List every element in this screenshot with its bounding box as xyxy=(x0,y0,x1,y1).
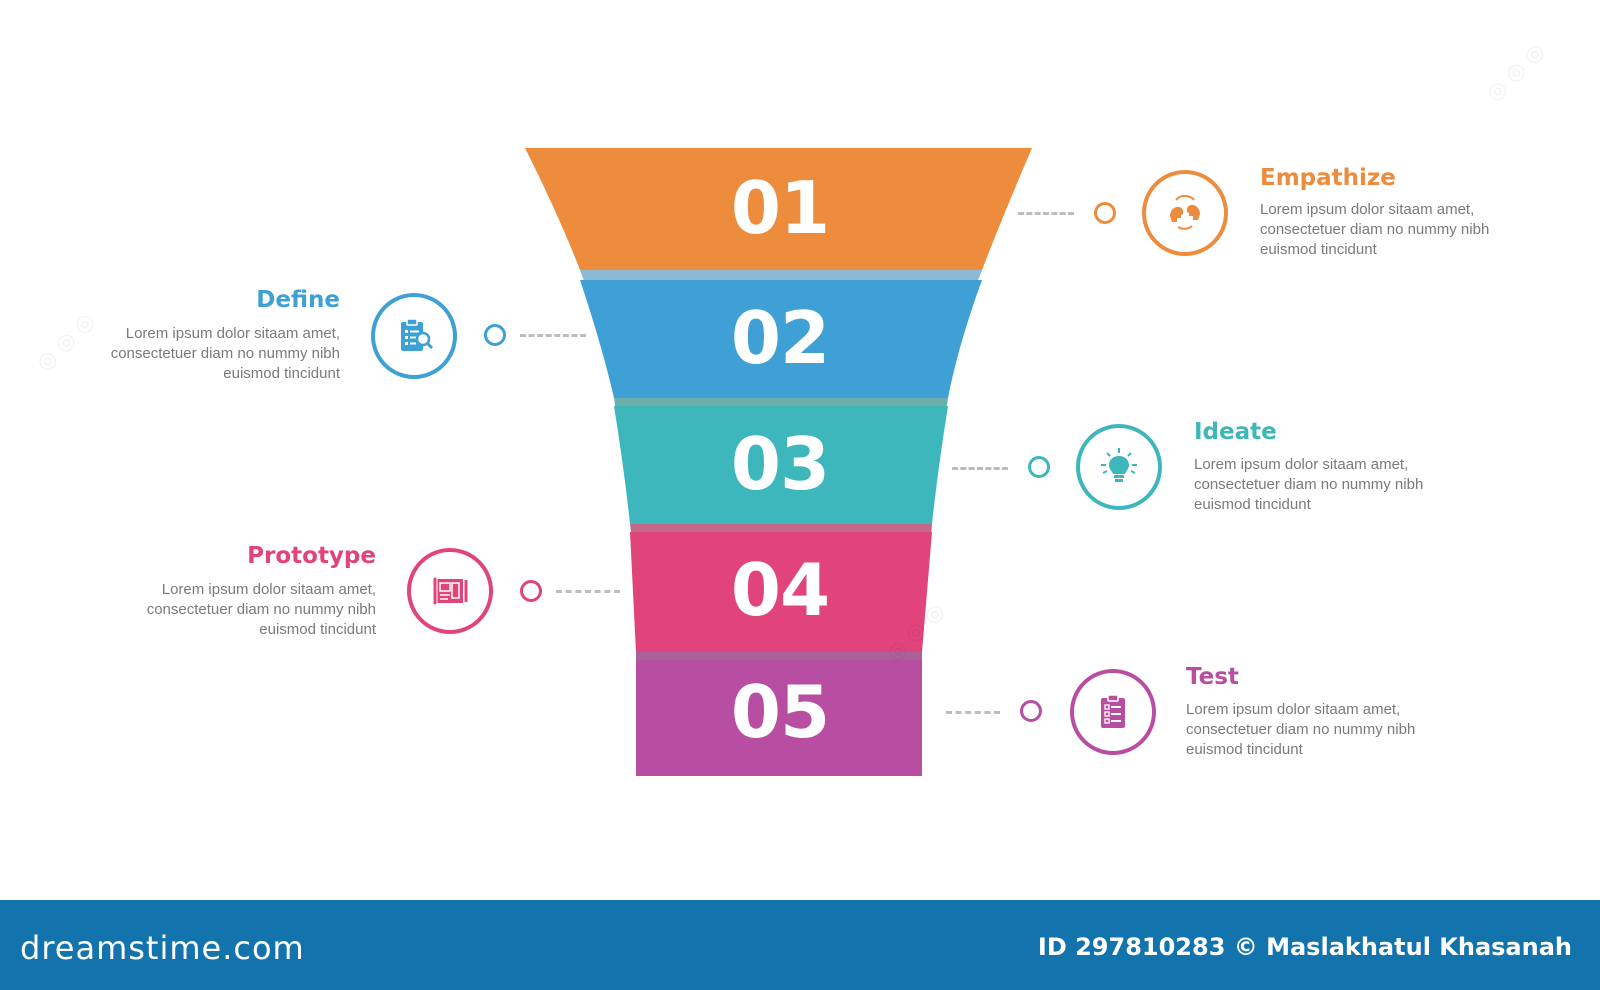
connector-line xyxy=(952,467,1008,470)
footer-bar: dreamstime.com ID 297810283 © Maslakhatu… xyxy=(0,900,1600,990)
step-title: Ideate xyxy=(1194,419,1277,445)
funnel-layer-4 xyxy=(630,532,932,652)
step-description: Lorem ipsum dolor sitaam amet, consectet… xyxy=(146,581,376,638)
brand-logo: dreamstime.com xyxy=(20,929,305,967)
two-heads-exchange-icon xyxy=(1170,194,1200,230)
clipboard-search-icon xyxy=(401,318,434,351)
funnel-number-3: 03 xyxy=(730,422,830,506)
connector-line xyxy=(946,711,1000,714)
step-description: Lorem ipsum dolor sitaam amet, consectet… xyxy=(110,325,340,382)
connector-dot xyxy=(520,580,542,602)
funnel-infographic: 01 02 03 04 05 Empathize Lorem ipsum dol… xyxy=(32,38,1550,776)
blueprint-icon xyxy=(432,576,468,606)
step-icon-ring xyxy=(371,293,457,379)
connector-dot xyxy=(1020,700,1042,722)
funnel-number-1: 01 xyxy=(730,166,830,250)
checklist-icon xyxy=(1101,694,1125,728)
connector-line xyxy=(556,590,620,593)
step-icon-ring xyxy=(1070,669,1156,755)
step-title: Prototype xyxy=(247,543,376,569)
step-icon-ring xyxy=(407,548,493,634)
funnel-layer-1 xyxy=(525,148,1032,270)
step-title: Empathize xyxy=(1260,165,1396,191)
step-icon-ring xyxy=(1076,424,1162,510)
step-title: Define xyxy=(256,287,340,313)
connector-line xyxy=(1018,212,1074,215)
step-icon-ring xyxy=(1142,170,1228,256)
funnel-number-2: 02 xyxy=(730,296,830,380)
step-title: Test xyxy=(1186,664,1239,690)
image-credit: ID 297810283 © Maslakhatul Khasanah xyxy=(1037,933,1572,961)
funnel-layer-3 xyxy=(614,406,948,524)
step-description: Lorem ipsum dolor sitaam amet, consectet… xyxy=(1260,201,1490,258)
connector-dot xyxy=(484,324,506,346)
funnel-layer-2 xyxy=(580,280,982,398)
step-description: Lorem ipsum dolor sitaam amet, consectet… xyxy=(1186,701,1416,758)
funnel-number-5: 05 xyxy=(730,670,830,754)
connector-line xyxy=(520,334,586,337)
lightbulb-icon xyxy=(1101,448,1137,482)
funnel-shape xyxy=(525,148,1032,776)
connector-dot xyxy=(1094,202,1116,224)
funnel-number-4: 04 xyxy=(730,548,830,632)
step-description: Lorem ipsum dolor sitaam amet, consectet… xyxy=(1194,456,1424,513)
funnel-layer-5 xyxy=(636,660,922,776)
connector-dot xyxy=(1028,456,1050,478)
